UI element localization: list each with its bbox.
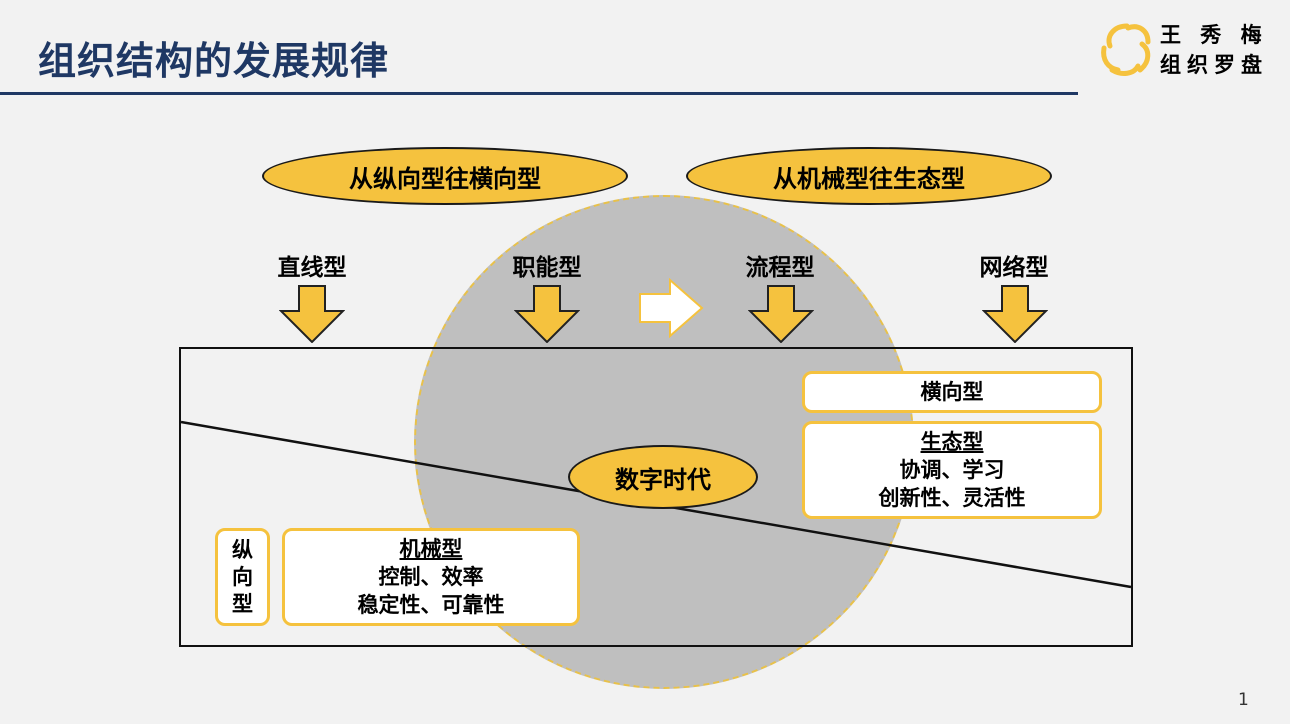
down-arrow-icon bbox=[748, 285, 814, 343]
logo-line2: 组织罗盘 bbox=[1160, 53, 1268, 77]
page-title: 组织结构的发展规律 bbox=[38, 39, 390, 83]
ecological-type-box: 生态型 协调、学习 创新性、灵活性 bbox=[802, 421, 1102, 519]
logo-text: 王 秀 梅 组织罗盘 bbox=[1160, 20, 1268, 80]
title-divider bbox=[0, 92, 1078, 95]
down-arrow-icon bbox=[982, 285, 1048, 343]
vertical-type-char: 向 bbox=[232, 564, 253, 589]
down-arrow-icon bbox=[514, 285, 580, 343]
ecological-type-line2: 创新性、灵活性 bbox=[878, 486, 1026, 510]
horizontal-type-label: 横向型 bbox=[920, 380, 984, 404]
page-number: 1 bbox=[1238, 690, 1249, 710]
mechanical-type-title: 机械型 bbox=[399, 537, 463, 561]
banner-mechanical-to-ecological: 从机械型往生态型 bbox=[686, 147, 1052, 205]
stage-label-linear: 直线型 bbox=[277, 255, 347, 281]
mechanical-type-box: 机械型 控制、效率 稳定性、可靠性 bbox=[282, 528, 580, 626]
vertical-type-char: 纵 bbox=[232, 537, 253, 562]
logo-line1: 王 秀 梅 bbox=[1160, 23, 1268, 47]
right-arrow-icon bbox=[639, 278, 704, 338]
vertical-type-char: 型 bbox=[232, 591, 253, 616]
structure-frame bbox=[179, 347, 1133, 647]
mechanical-type-line2: 稳定性、可靠性 bbox=[357, 593, 505, 617]
stage-label-functional: 职能型 bbox=[512, 255, 582, 281]
vertical-type-box: 纵 向 型 bbox=[215, 528, 270, 626]
banner-vertical-to-horizontal: 从纵向型往横向型 bbox=[262, 147, 628, 205]
logo bbox=[1092, 14, 1282, 84]
horizontal-type-box: 横向型 bbox=[802, 371, 1102, 413]
stage-label-network: 网络型 bbox=[979, 255, 1049, 281]
down-arrow-icon bbox=[279, 285, 345, 343]
swirl-logo-icon bbox=[1101, 23, 1151, 76]
ecological-type-line1: 协调、学习 bbox=[899, 458, 1005, 482]
mechanical-type-line1: 控制、效率 bbox=[378, 565, 484, 589]
stage-label-process: 流程型 bbox=[745, 255, 815, 281]
ecological-type-title: 生态型 bbox=[920, 430, 984, 454]
digital-era-label: 数字时代 bbox=[568, 445, 758, 509]
